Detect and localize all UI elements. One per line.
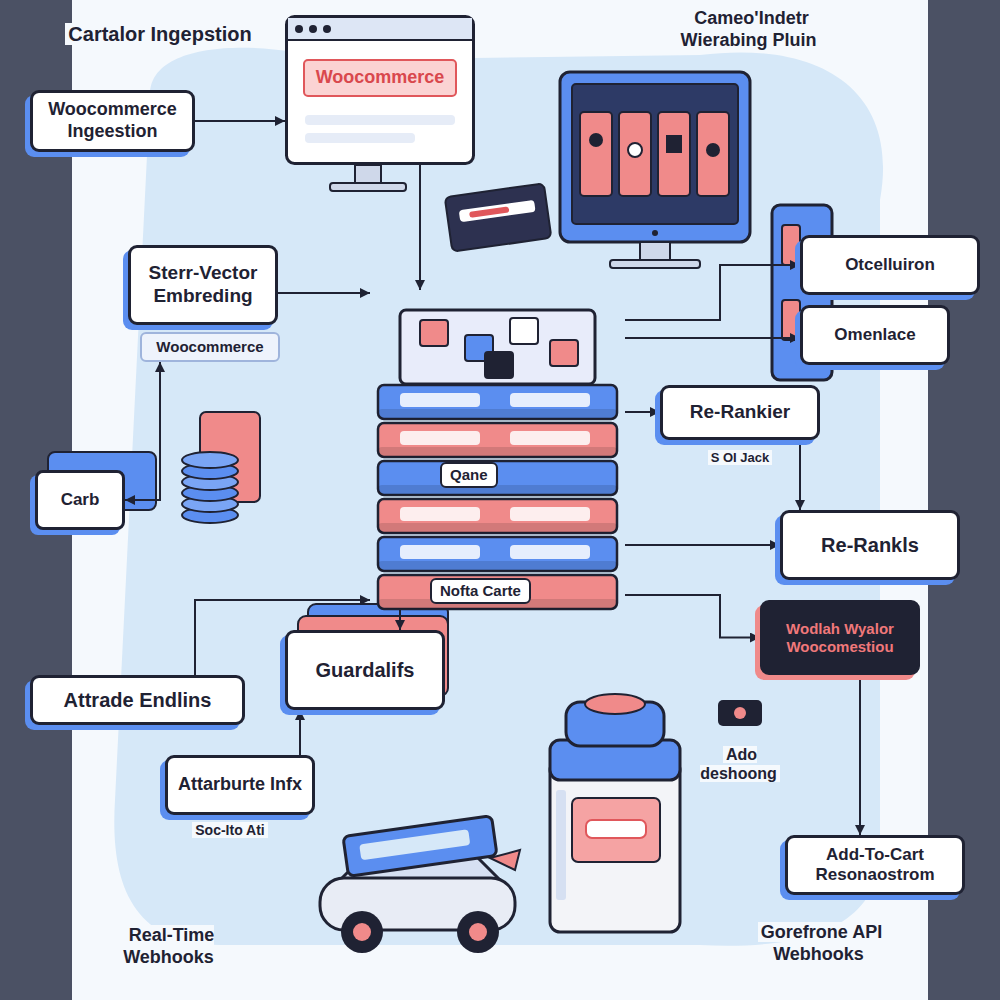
node-text: Attarburte Infx	[178, 774, 302, 796]
connector-arrow	[625, 595, 760, 638]
process-box: Attarburte Infx	[165, 755, 315, 815]
dark-box: Wodlah Wyalor Woocomestiou	[760, 600, 920, 675]
process-box: Re-Rankls	[780, 510, 960, 580]
process-box: Attrade Endlins	[30, 675, 245, 725]
node-text: Guardalifs	[298, 658, 432, 682]
note-text: S OI Jack	[690, 450, 790, 466]
node-text: Woocommerce	[150, 338, 270, 356]
section-heading: Cameo'Indetr Wierabing Pluin	[650, 8, 850, 51]
node-text: Wodlah Wyalor Woocomestiou	[773, 620, 907, 656]
connector-arrow	[299, 710, 301, 755]
node-text: Carb	[46, 490, 114, 510]
node-text: Sterr-Vector Embreding	[141, 262, 265, 308]
server-cylinder	[550, 694, 680, 932]
section-heading: Real-Time Webhooks	[95, 925, 245, 968]
label-text: Soc-Ito Ati	[192, 822, 267, 838]
node-text: Otcelluiron	[813, 255, 967, 275]
connector-arrow	[799, 440, 801, 510]
connector-arrow	[278, 292, 370, 294]
button-gadget	[718, 700, 762, 726]
node-text: Woocommerce Ingeestion	[43, 99, 182, 142]
node-text: Add-To-Cart Resonaostrom	[798, 845, 952, 886]
layer-stack: QaneNofta Carte	[370, 290, 625, 610]
big-monitor	[560, 72, 750, 268]
node-text: Re-Rankls	[793, 533, 947, 557]
output-card: Omenlace	[800, 305, 950, 365]
node-text: Attrade Endlins	[43, 688, 232, 712]
label-text: Cartalor Ingepstion	[65, 23, 254, 45]
process-box: Sterr-Vector Embreding	[128, 245, 278, 325]
label-text: Cameo'Indetr Wierabing Pluin	[681, 8, 820, 50]
note-text: Ado deshoong	[690, 745, 790, 783]
monitor-stand	[355, 165, 381, 183]
connector-arrow	[125, 362, 160, 500]
node-text: Qane	[440, 462, 498, 488]
section-heading: Cartalor Ingepstion	[40, 22, 280, 46]
process-box: Guardalifs	[285, 630, 445, 710]
connector-arrow	[859, 675, 861, 835]
node-text: Re-Rankier	[673, 401, 807, 424]
node-text: Omenlace	[813, 325, 937, 345]
small-screen	[445, 183, 552, 251]
connector-arrow	[625, 411, 660, 413]
ground-blob	[114, 48, 883, 946]
label-text: Ado deshoong	[700, 746, 779, 782]
node-text: Nofta Carte	[430, 578, 531, 604]
note-text: Soc-Ito Ati	[170, 822, 290, 839]
process-box: Woocommerce Ingeestion	[30, 90, 195, 152]
process-box: Add-To-Cart Resonaostrom	[785, 835, 965, 895]
section-heading: Gorefrone API Webhooks	[710, 922, 930, 965]
process-box: Re-Rankier	[660, 385, 820, 440]
cart-card: Carb	[35, 470, 125, 530]
label-text: Real-Time Webhooks	[123, 925, 217, 967]
car-illustration	[320, 816, 520, 953]
stack-outline	[370, 290, 625, 610]
node-text: Woocommerce	[303, 59, 457, 97]
monitor-screen: Woocommerce	[285, 15, 475, 165]
connector-arrow	[399, 610, 401, 630]
coin-stack	[182, 412, 260, 523]
sub-label-box: Woocommerce	[140, 332, 280, 362]
label-text: Gorefrone API Webhooks	[758, 922, 882, 964]
connector-arrow	[195, 120, 285, 122]
label-text: S OI Jack	[708, 450, 773, 465]
connector-arrow	[625, 337, 800, 339]
monitor-base	[330, 183, 406, 191]
connector-arrow	[625, 265, 800, 320]
output-card: Otcelluiron	[800, 235, 980, 295]
connector-arrow	[419, 165, 421, 290]
connector-arrow	[625, 544, 780, 546]
